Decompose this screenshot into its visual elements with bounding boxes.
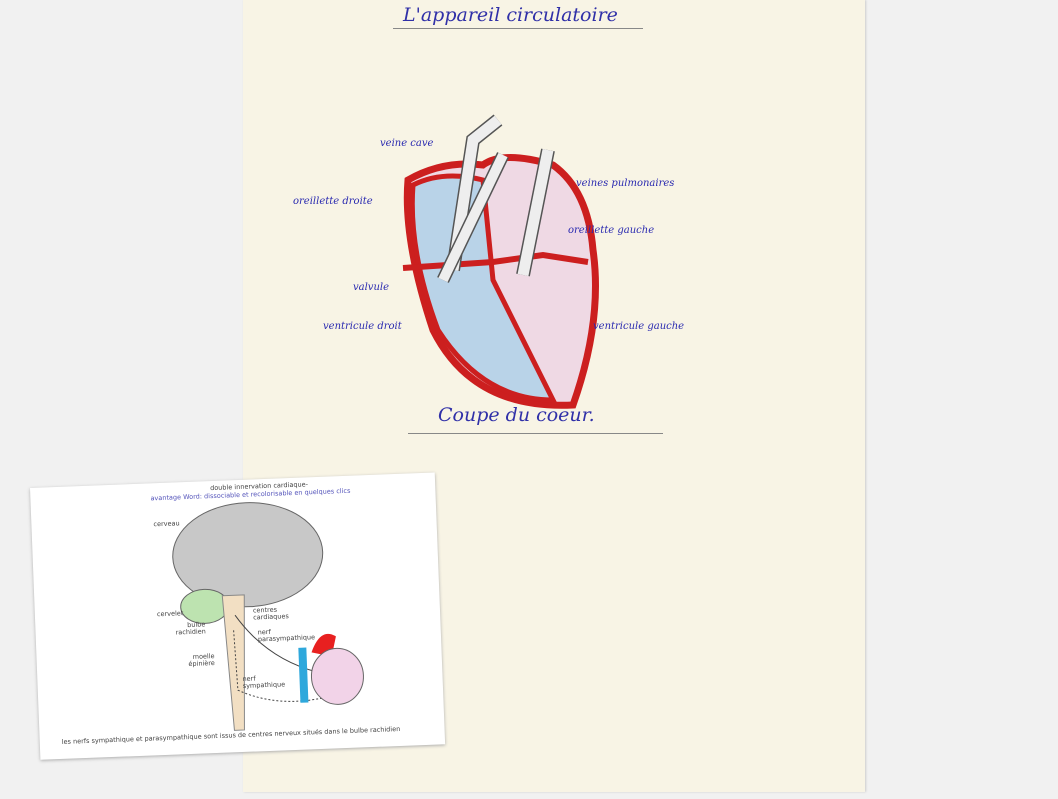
label-centres: centres cardiaques [252, 605, 289, 622]
caption-underline [408, 433, 663, 434]
heart-drawing [402, 114, 599, 409]
innervation-figure [172, 502, 364, 731]
label-cerveau: cerveau [153, 519, 180, 529]
label-veine-cave: veine cave [380, 138, 434, 149]
caption: Coupe du coeur. [438, 404, 595, 426]
label-oreillette-droite: oreillette droite [293, 196, 373, 207]
spinal-cord [221, 594, 245, 731]
title-underline [393, 28, 643, 29]
label-sympathique: nerf sympathique [242, 674, 286, 690]
label-ventricule-droit: ventricule droit [323, 321, 402, 332]
inset-card: double innervation cardiaque- avantage W… [30, 472, 446, 760]
label-oreillette-gauche: oreillette gauche [568, 225, 655, 236]
label-parasympathique: nerf parasympathique [257, 627, 316, 644]
label-veines-pulmonaires: veines pulmonaires [576, 178, 675, 189]
page-title: L'appareil circulatoire [403, 4, 618, 26]
brain [172, 502, 324, 608]
label-cervelet: cervelet [156, 609, 184, 619]
label-moelle: moelle épinière [188, 652, 216, 669]
vena-cava [298, 647, 309, 703]
heart [310, 647, 364, 705]
right-heart [409, 173, 558, 403]
cerebellum [180, 588, 230, 624]
label-ventricule-gauche: ventricule gauche [593, 321, 685, 332]
label-valvule: valvule [353, 282, 390, 293]
label-bulbe: bulbe rachidien [175, 620, 207, 637]
sympathetic-nerve [233, 630, 329, 702]
